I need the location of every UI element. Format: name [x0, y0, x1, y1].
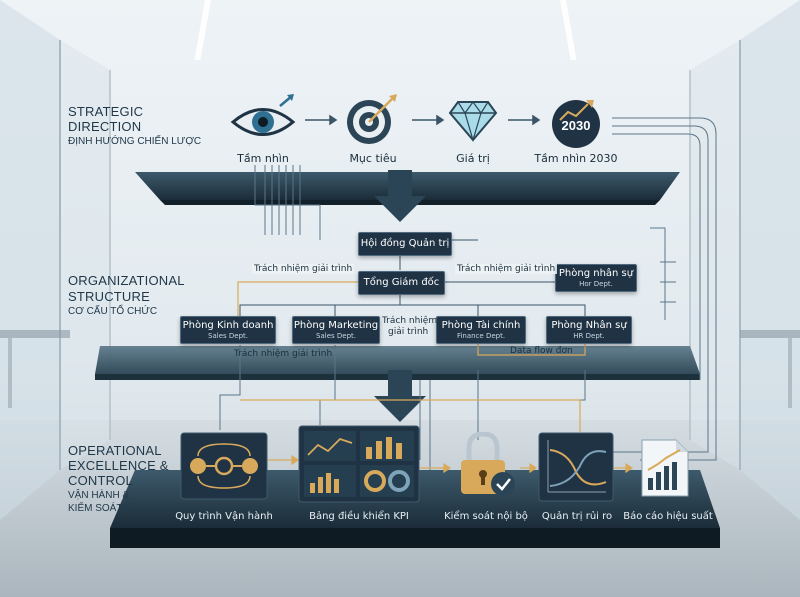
op-subtitle-line2: KIỂM SOÁT: [68, 503, 123, 514]
strategic-label-goal: Mục tiêu: [349, 152, 397, 165]
dept-hr-name: Phòng Nhân sự: [551, 320, 627, 331]
dept-hr-sub: HR Dept.: [573, 332, 605, 340]
dept-finance-name: Phòng Tài chính: [441, 320, 521, 331]
ceo-label: Tổng Giám đốc: [363, 277, 440, 288]
org-title-line2: STRUCTURE: [68, 289, 150, 304]
performance-report-icon[interactable]: [638, 438, 694, 498]
op-title-line1: OPERATIONAL: [68, 443, 162, 458]
strategic-subtitle: ĐỊNH HƯỚNG CHIẾN LƯỢC: [68, 136, 202, 147]
badge-2030: 2030: [561, 118, 591, 133]
target-icon: [347, 94, 397, 144]
strategic-title-line2: DIRECTION: [68, 119, 142, 134]
hr-top-sub: Hor Dept.: [579, 280, 613, 288]
dept-marketing-name: Phòng Marketing: [293, 320, 379, 331]
dept-sales-sub: Sales Dept.: [208, 332, 248, 340]
op-label-kpi: Bảng điều khiển KPI: [309, 511, 409, 522]
op-label-internal-control: Kiểm soát nội bộ: [444, 511, 528, 522]
hr-top-box[interactable]: Phòng nhân sự Hor Dept.: [555, 264, 637, 292]
strategic-label-values: Giá trị: [456, 152, 490, 165]
dept-marketing-sub: Sales Dept.: [316, 332, 356, 340]
dept-marketing-box[interactable]: Phòng Marketing Sales Dept.: [292, 316, 380, 344]
dept-sales-name: Phòng Kinh doanh: [182, 320, 274, 331]
hr-top-name: Phòng nhân sự: [558, 268, 634, 279]
resp-note-bottom: Trách nhiệm giải trình: [234, 349, 333, 359]
data-flow-note: Data flow đơn: [510, 346, 573, 356]
diamond-icon: [448, 100, 498, 142]
padlock-check-icon[interactable]: [455, 432, 519, 498]
dept-sales-box[interactable]: Phòng Kinh doanh Sales Dept.: [180, 316, 276, 344]
op-title-line2: EXCELLENCE &: [68, 458, 169, 473]
dept-hr-box[interactable]: Phòng Nhân sự HR Dept.: [546, 316, 632, 344]
dept-finance-sub: Finance Dept.: [456, 332, 506, 340]
strategic-title-line1: STRATEGIC: [68, 104, 144, 119]
dept-finance-box[interactable]: Phòng Tài chính Finance Dept.: [436, 316, 526, 344]
resp-note-center-1: Trách nhiệm: [382, 316, 438, 326]
op-subtitle-line1: VẬN HÀNH &: [68, 490, 130, 501]
resp-note-center-2: giải trình: [388, 327, 429, 337]
op-title-line3: CONTROL: [68, 473, 133, 488]
board-box[interactable]: Hội đồng Quản trị: [358, 232, 452, 256]
resp-note-right: Trách nhiệm giải trình: [455, 264, 558, 274]
process-flow-icon[interactable]: [180, 432, 268, 500]
board-label: Hội đồng Quản trị: [360, 238, 450, 249]
org-subtitle: CƠ CẤU TỔ CHỨC: [68, 306, 158, 317]
chart-2030-icon: [552, 100, 600, 148]
org-title-line1: ORGANIZATIONAL: [68, 273, 185, 288]
strategic-label-vision-2030: Tầm nhìn 2030: [534, 152, 618, 165]
op-label-report: Báo cáo hiệu suất: [623, 511, 713, 522]
op-label-process: Quy trình Vận hành: [175, 511, 273, 522]
strategic-label-vision: Tầm nhìn: [237, 152, 289, 165]
resp-note-left: Trách nhiệm giải trình: [252, 264, 355, 274]
kpi-dashboard-icon[interactable]: [298, 425, 420, 503]
op-label-risk: Quản trị rủi ro: [541, 511, 613, 522]
risk-chart-icon[interactable]: [538, 432, 614, 502]
ceo-box[interactable]: Tổng Giám đốc: [358, 271, 445, 295]
eye-icon: [230, 94, 296, 136]
